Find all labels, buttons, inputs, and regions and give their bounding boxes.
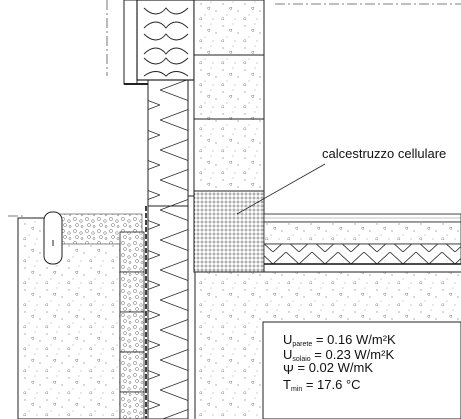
masonry-wall bbox=[193, 0, 265, 273]
value-u-floor: Usolaio = 0.23 W/m²K bbox=[283, 347, 394, 363]
wall-insulation bbox=[147, 79, 189, 419]
callout-leader-line bbox=[236, 163, 326, 215]
axis-lines bbox=[8, 0, 461, 217]
frame-insulation-icon bbox=[143, 7, 189, 77]
value-u-wall: Uparete = 0.16 W/m²K bbox=[283, 332, 396, 348]
floor-buildup bbox=[263, 213, 461, 265]
cellular-concrete-block bbox=[193, 190, 265, 273]
callout-label: calcestruzzo cellulare bbox=[322, 146, 446, 161]
plinth-profile bbox=[148, 195, 194, 207]
upper-frame bbox=[123, 0, 195, 85]
drain-pipe bbox=[43, 211, 63, 265]
foundation-concrete bbox=[17, 217, 461, 419]
value-tmin: Tmin = 17.6 °C bbox=[283, 377, 361, 393]
value-psi: Ψ = 0.02 W/mK bbox=[283, 360, 373, 377]
thermal-values: Uparete = 0.16 W/m²K Usolaio = 0.23 W/m²… bbox=[283, 332, 396, 393]
perimeter-blocks bbox=[119, 231, 145, 419]
floor-insulation bbox=[263, 243, 461, 265]
